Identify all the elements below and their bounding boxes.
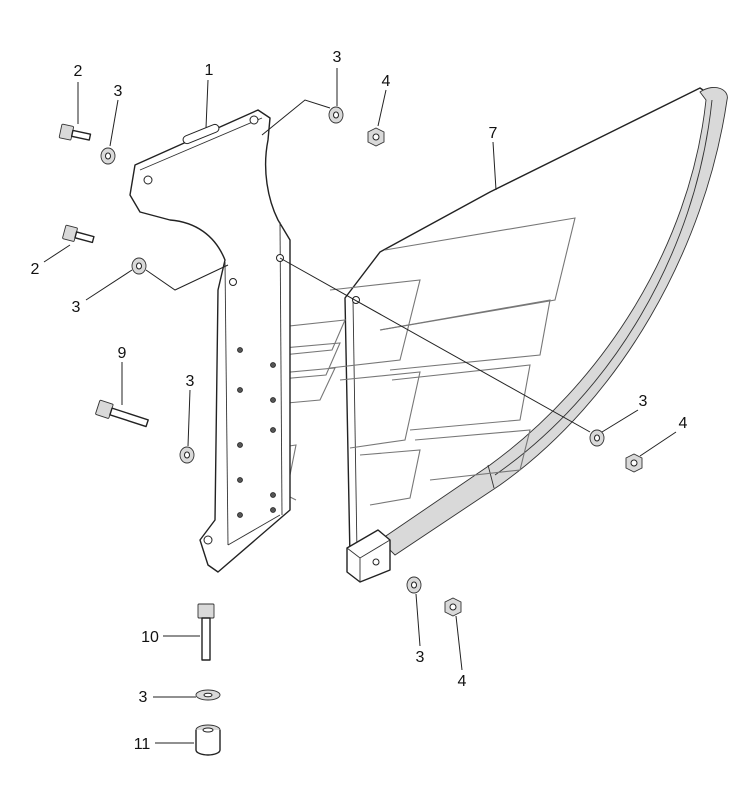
callout-part-2: 2 xyxy=(31,261,40,278)
callout-part-3: 3 xyxy=(333,49,342,66)
callout-part-11: 11 xyxy=(134,736,151,753)
bracket-holes xyxy=(237,347,276,518)
callout-part-10: 10 xyxy=(141,629,159,646)
bolt-part-2-lower xyxy=(62,224,95,244)
bracket-part-1 xyxy=(129,109,291,573)
callout-part-3: 3 xyxy=(416,649,425,666)
bolt-part-9 xyxy=(95,399,149,428)
callout-part-4: 4 xyxy=(458,673,467,690)
nuts-part-4 xyxy=(367,127,643,617)
callout-part-4: 4 xyxy=(679,415,688,432)
bolt-part-2-top xyxy=(58,123,92,141)
callout-part-3: 3 xyxy=(186,373,195,390)
mud-flap-part-7 xyxy=(224,87,728,583)
callout-part-4: 4 xyxy=(382,73,391,90)
spacer-part-11 xyxy=(195,724,221,756)
bolt-part-10 xyxy=(197,603,215,661)
callout-part-3: 3 xyxy=(114,83,123,100)
assembly-lines xyxy=(145,99,591,433)
callout-part-3: 3 xyxy=(72,299,81,316)
callout-labels: 1 2 2 3 3 3 3 3 3 3 4 4 4 7 9 10 11 xyxy=(31,49,688,753)
callout-part-9: 9 xyxy=(118,345,127,362)
callout-part-3: 3 xyxy=(139,689,148,706)
callout-part-2: 2 xyxy=(74,63,83,80)
callout-part-1: 1 xyxy=(205,62,214,79)
callout-leaders xyxy=(43,68,677,744)
callout-part-3: 3 xyxy=(639,393,648,410)
callout-part-7: 7 xyxy=(489,125,498,142)
washers-part-3 xyxy=(100,106,605,701)
